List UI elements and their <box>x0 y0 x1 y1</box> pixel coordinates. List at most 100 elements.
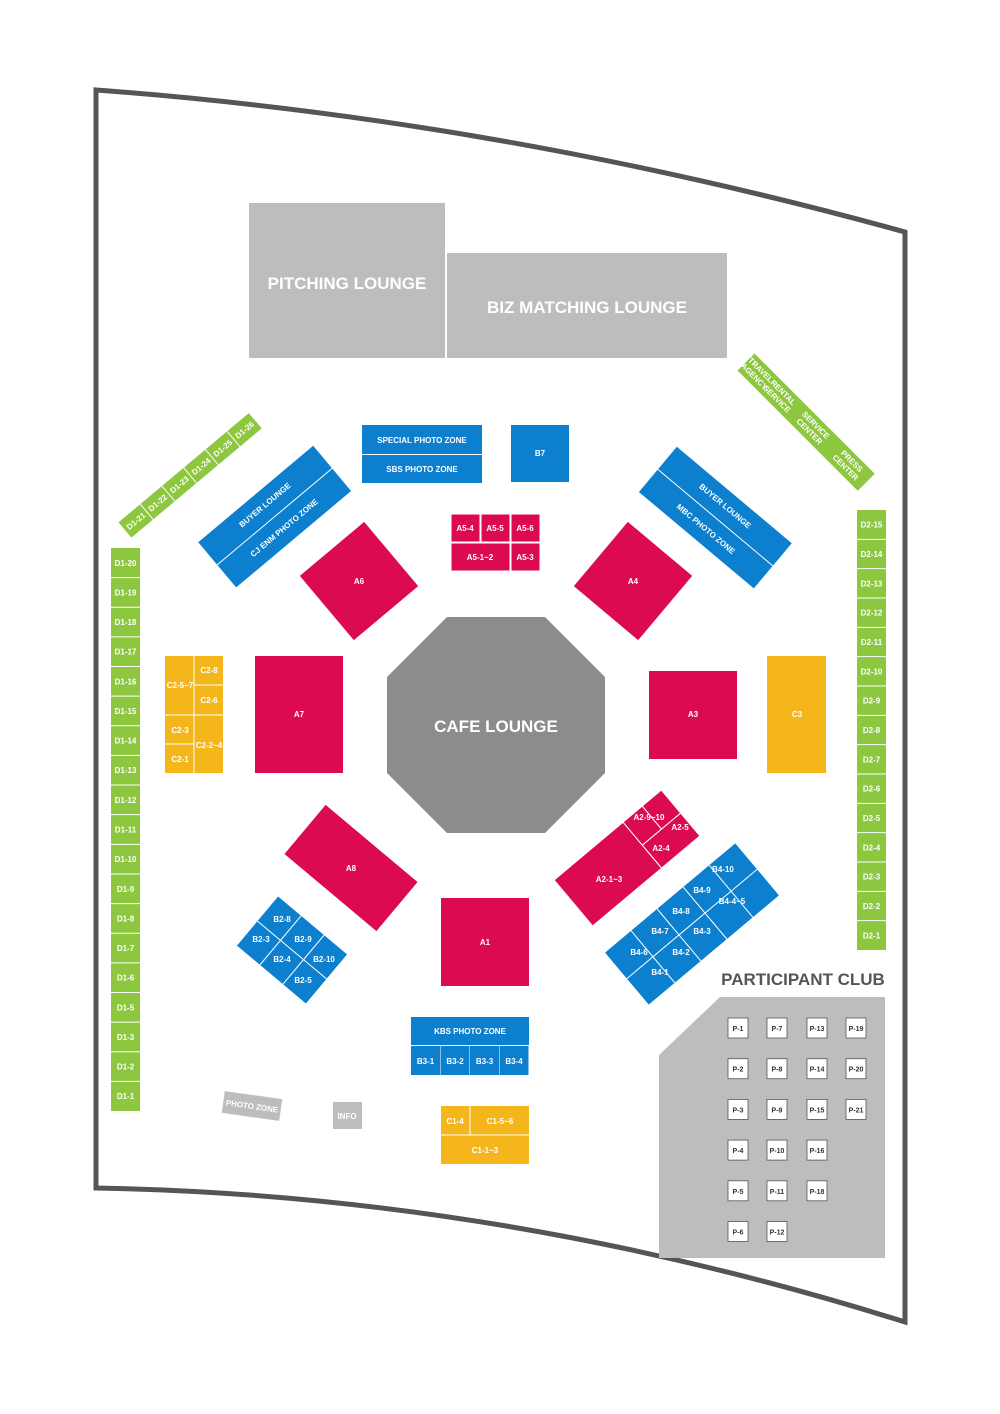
booth-c3[interactable]: C3 <box>767 656 826 773</box>
booth-a5-3[interactable]: A5-3 <box>510 542 541 572</box>
booth-d1-18[interactable]: D1-18 <box>115 618 137 627</box>
participant-booth-p-4[interactable]: P-4 <box>733 1148 744 1155</box>
booth-d2-6[interactable]: D2-6 <box>863 785 881 794</box>
participant-booth-p-16[interactable]: P-16 <box>810 1148 825 1155</box>
booth-b2-3[interactable]: B2-3 <box>252 935 270 944</box>
booth-d1-17[interactable]: D1-17 <box>115 648 137 657</box>
booth-b4-6[interactable]: B4-6 <box>630 948 648 957</box>
booth-a5-1-2[interactable]: A5-1~2 <box>450 542 511 572</box>
booth-b4-7[interactable]: B4-7 <box>651 927 669 936</box>
info-booth[interactable]: INFO <box>333 1102 362 1129</box>
participant-booth-box[interactable] <box>806 1139 828 1161</box>
participant-booth-p-2[interactable]: P-2 <box>733 1067 744 1074</box>
booth-d1-15[interactable]: D1-15 <box>115 707 137 716</box>
booth-d2-7[interactable]: D2-7 <box>863 755 881 764</box>
booth-b2-4[interactable]: B2-4 <box>273 955 291 964</box>
booth-d2-8[interactable]: D2-8 <box>863 726 881 735</box>
booth-d1-9[interactable]: D1-9 <box>117 885 135 894</box>
participant-booth-box[interactable] <box>766 1017 788 1039</box>
booth-d2-5[interactable]: D2-5 <box>863 814 881 823</box>
booth-a5-4[interactable]: A5-4 <box>450 513 481 543</box>
booth-d2-12[interactable]: D2-12 <box>861 609 883 618</box>
participant-booth-box[interactable] <box>766 1180 788 1202</box>
booth-b3-2[interactable]: B3-2 <box>446 1057 464 1066</box>
booth-d1-12[interactable]: D1-12 <box>115 796 137 805</box>
participant-booth-box[interactable] <box>727 1017 749 1039</box>
special-photo-zone[interactable]: SPECIAL PHOTO ZONE <box>362 425 482 454</box>
booth-d1-1[interactable]: D1-1 <box>117 1092 135 1101</box>
participant-booth-box[interactable] <box>766 1139 788 1161</box>
booth-b4-9[interactable]: B4-9 <box>693 886 711 895</box>
booth-a6[interactable]: A6 <box>299 521 419 641</box>
participant-booth-p-7[interactable]: P-7 <box>772 1026 783 1033</box>
booth-a5-5[interactable]: A5-5 <box>480 513 511 543</box>
booth-a4[interactable]: A4 <box>573 521 693 641</box>
participant-booth-box[interactable] <box>845 1058 867 1080</box>
participant-booth-box[interactable] <box>766 1099 788 1120</box>
booth-a3[interactable]: A3 <box>649 671 737 759</box>
booth-a5-6[interactable]: A5-6 <box>510 513 541 543</box>
booth-d1-3[interactable]: D1-3 <box>117 1033 135 1042</box>
booth-d2-1[interactable]: D2-1 <box>863 931 881 940</box>
participant-booth-box[interactable] <box>845 1099 867 1120</box>
participant-booth-box[interactable] <box>766 1221 788 1242</box>
booth-a2-5[interactable] <box>641 789 682 830</box>
booth-d1-11[interactable]: D1-11 <box>115 826 137 835</box>
booth-d1-6[interactable]: D1-6 <box>117 974 135 983</box>
booth-c2-3[interactable]: C2-3 <box>171 726 189 735</box>
booth-a7[interactable]: A7 <box>255 656 343 773</box>
booth-b3-4-shape[interactable] <box>499 1046 529 1075</box>
booth-b3-2-shape[interactable] <box>440 1046 470 1075</box>
booth-c1-5-6[interactable]: C1-5~6 <box>487 1117 514 1126</box>
participant-booth-box[interactable] <box>727 1058 749 1080</box>
booth-d1-10[interactable]: D1-10 <box>115 855 137 864</box>
booth-d1-13[interactable]: D1-13 <box>115 766 137 775</box>
participant-booth-p-14[interactable]: P-14 <box>810 1067 825 1074</box>
booth-b4-4-5[interactable]: B4-4~5 <box>719 897 746 906</box>
booth-a1[interactable]: A1 <box>441 898 529 986</box>
participant-booth-p-10[interactable]: P-10 <box>770 1148 785 1155</box>
booth-c2-1[interactable]: C2-1 <box>171 755 189 764</box>
booth-b7[interactable]: B7 <box>511 425 569 482</box>
booth-c2-6[interactable]: C2-6 <box>200 696 218 705</box>
booth-d1-14[interactable]: D1-14 <box>115 737 137 746</box>
booth-d2-11[interactable]: D2-11 <box>861 638 883 647</box>
participant-booth-p-1[interactable]: P-1 <box>733 1026 744 1033</box>
booth-b4-2[interactable]: B4-2 <box>672 948 690 957</box>
booth-d1-5[interactable]: D1-5 <box>117 1003 135 1012</box>
booth-d2-3[interactable]: D2-3 <box>863 873 881 882</box>
booth-d1-2[interactable]: D1-2 <box>117 1063 135 1072</box>
participant-booth-box[interactable] <box>727 1139 749 1161</box>
booth-d2-15[interactable]: D2-15 <box>861 521 883 530</box>
booth-d2-9[interactable]: D2-9 <box>863 697 881 706</box>
participant-booth-p-11[interactable]: P-11 <box>770 1189 785 1196</box>
booth-b4-3[interactable]: B4-3 <box>693 927 711 936</box>
booth-d2-10[interactable]: D2-10 <box>861 667 883 676</box>
booth-c1-1-3[interactable]: C1-1~3 <box>472 1146 499 1155</box>
participant-booth-p-5[interactable]: P-5 <box>733 1189 744 1196</box>
booth-b4-10[interactable]: B4-10 <box>712 865 734 874</box>
kbs-photo-zone[interactable]: KBS PHOTO ZONE <box>411 1017 529 1045</box>
booth-b3-3[interactable]: B3-3 <box>476 1057 494 1066</box>
booth-b3-1[interactable]: B3-1 <box>417 1057 435 1066</box>
participant-booth-p-19[interactable]: P-19 <box>849 1026 864 1033</box>
participant-booth-box[interactable] <box>845 1017 867 1039</box>
participant-booth-p-15[interactable]: P-15 <box>810 1107 825 1114</box>
booth-a8[interactable]: A8 <box>284 804 418 932</box>
booth-b3-4[interactable]: B3-4 <box>505 1057 523 1066</box>
booth-c2-5-7[interactable]: C2-5~7 <box>167 681 194 690</box>
participant-booth-p-12[interactable]: P-12 <box>770 1230 785 1237</box>
participant-booth-box[interactable] <box>806 1099 828 1120</box>
booth-d1-20[interactable]: D1-20 <box>115 559 137 568</box>
participant-booth-p-20[interactable]: P-20 <box>849 1067 864 1074</box>
participant-booth-box[interactable] <box>727 1099 749 1120</box>
booth-d1-19[interactable]: D1-19 <box>115 588 137 597</box>
booth-b4-1[interactable]: B4-1 <box>651 968 669 977</box>
photo-zone[interactable]: PHOTO ZONE <box>221 1091 283 1121</box>
booth-d1-8[interactable]: D1-8 <box>117 914 135 923</box>
booth-c2-8[interactable]: C2-8 <box>200 666 218 675</box>
booth-d2-2[interactable]: D2-2 <box>863 902 881 911</box>
biz-matching-lounge[interactable]: BIZ MATCHING LOUNGE <box>447 253 727 358</box>
participant-booth-p-9[interactable]: P-9 <box>772 1107 783 1114</box>
participant-booth-box[interactable] <box>727 1221 749 1242</box>
